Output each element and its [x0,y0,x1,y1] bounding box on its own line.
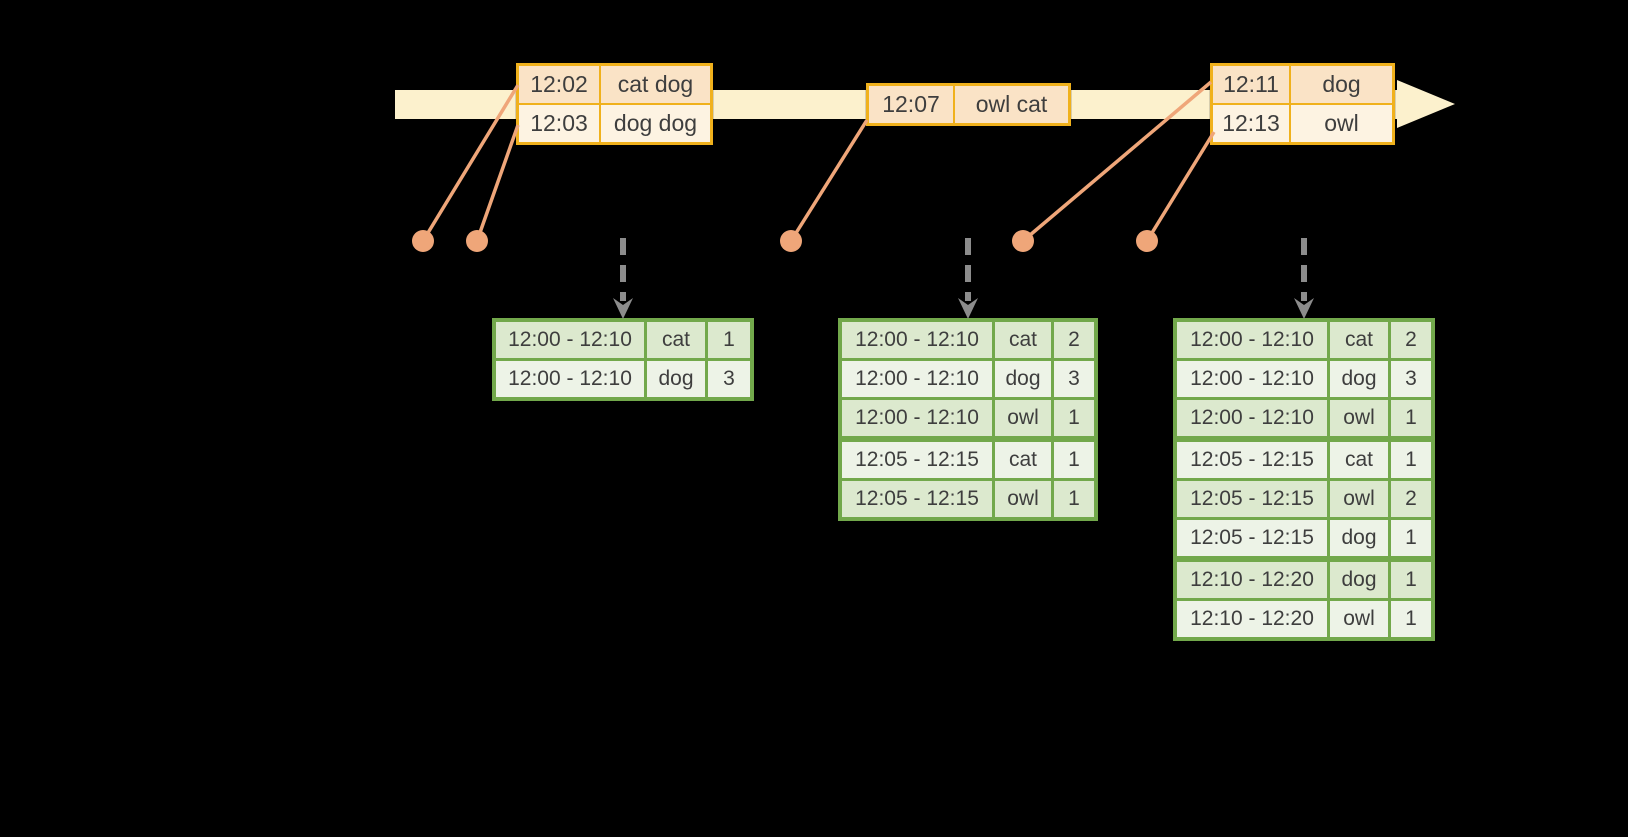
trigger-arrowhead-icon [958,298,978,319]
window-cell: 12:05 - 12:15 [842,442,992,478]
event-leader-line [789,119,869,242]
event-time-cell: 12:02 [519,66,599,103]
event-words-cell: dog [1291,66,1392,103]
word-cell: dog [647,361,705,397]
count-cell: 3 [1391,361,1431,397]
word-cell: dog [1330,520,1388,556]
window-cell: 12:05 - 12:15 [1177,481,1327,517]
count-cell: 1 [1391,400,1431,436]
word-cell: cat [1330,322,1388,358]
window-cell: 12:05 - 12:15 [1177,442,1327,478]
word-cell: cat [647,322,705,358]
event-time-cell: 12:11 [1213,66,1289,103]
word-cell: cat [1330,442,1388,478]
word-cell: dog [1330,562,1388,598]
event-time-cell: 12:13 [1213,105,1289,142]
event-dot-icon [466,230,488,252]
window-cell: 12:10 - 12:20 [1177,601,1327,637]
count-cell: 1 [1391,562,1431,598]
word-cell: owl [1330,601,1388,637]
word-cell: dog [995,361,1051,397]
count-cell: 1 [1391,442,1431,478]
count-cell: 1 [708,322,750,358]
window-cell: 12:05 - 12:15 [1177,520,1327,556]
window-cell: 12:00 - 12:10 [1177,400,1327,436]
count-cell: 2 [1391,481,1431,517]
event-words-cell: owl [1291,105,1392,142]
window-cell: 12:00 - 12:10 [842,400,992,436]
window-cell: 12:00 - 12:10 [842,322,992,358]
window-cell: 12:05 - 12:15 [842,481,992,517]
event-dot-icon [412,230,434,252]
count-cell: 1 [1391,601,1431,637]
event-time-cell: 12:07 [869,86,953,123]
event-words-cell: dog dog [601,105,710,142]
event-time-cell: 12:03 [519,105,599,142]
window-cell: 12:00 - 12:10 [496,361,644,397]
event-leader-line [1021,80,1213,243]
event-dot-icon [1012,230,1034,252]
count-cell: 1 [1054,400,1094,436]
count-cell: 3 [708,361,750,397]
count-cell: 3 [1054,361,1094,397]
count-cell: 1 [1054,442,1094,478]
word-cell: cat [995,442,1051,478]
event-leader-line [475,124,520,242]
window-cell: 12:10 - 12:20 [1177,562,1327,598]
window-cell: 12:00 - 12:10 [1177,361,1327,397]
event-dot-icon [780,230,802,252]
trigger-arrowhead-icon [613,298,633,319]
word-cell: owl [995,481,1051,517]
word-cell: owl [995,400,1051,436]
trigger-arrowhead-icon [1294,298,1314,319]
event-leader-line [421,84,520,242]
window-cell: 12:00 - 12:10 [1177,322,1327,358]
count-cell: 2 [1054,322,1094,358]
word-cell: owl [1330,481,1388,517]
window-cell: 12:00 - 12:10 [496,322,644,358]
window-cell: 12:00 - 12:10 [842,361,992,397]
timeline-arrowhead-icon [1397,80,1455,128]
event-words-cell: owl cat [955,86,1068,123]
count-cell: 2 [1391,322,1431,358]
event-dot-icon [1136,230,1158,252]
word-cell: cat [995,322,1051,358]
event-words-cell: cat dog [601,66,710,103]
count-cell: 1 [1391,520,1431,556]
event-leader-line [1145,131,1216,242]
word-cell: dog [1330,361,1388,397]
word-cell: owl [1330,400,1388,436]
count-cell: 1 [1054,481,1094,517]
